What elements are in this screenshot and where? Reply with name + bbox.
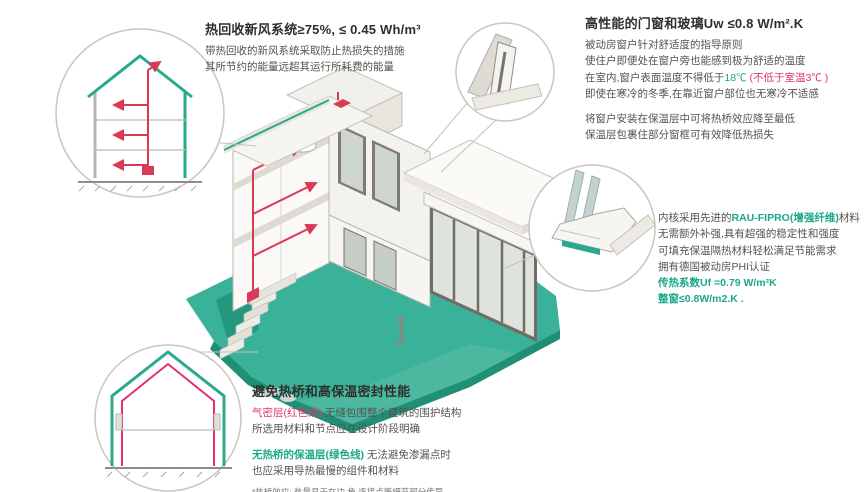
corner-window: [338, 124, 400, 212]
kitchen-counter: [249, 272, 297, 306]
temp-note-red: (不低于室温3℃ ): [746, 71, 829, 84]
human-figure: [396, 316, 406, 347]
heat-recovery-unit: [247, 287, 259, 303]
insulation-layer-label: 无热桥的保温层(绿色线): [252, 448, 364, 461]
isometric-house-illustration: [186, 66, 590, 433]
windows-line6: 保温层包裹住部分窗框可有效降低热损失: [585, 129, 774, 142]
windows-line5: 将窗户安装在保温层中可将热桥效应降至最低: [585, 113, 795, 126]
section-thermal-bridge: 避免热桥和高保温密封性能 气密层(红色线) 无缝包围整个建筑的围护结构 所选用材…: [252, 381, 461, 492]
profile-uf-value: 传热系数Uf =0.79 W/m²K: [658, 277, 777, 290]
profile-line4: 拥有德国被动房PHI认证: [658, 260, 771, 273]
profile-line3: 可填充保温隔热材料轻松满足节能需求: [658, 244, 837, 257]
section-heat-recovery: 热回收新风系统≥75%, ≤ 0.45 Wh/m³ 带热回收的新风系统采取防止热…: [205, 19, 421, 76]
rau-fipro-label: RAU-FIPRO(增强纤维): [731, 212, 839, 224]
heat-recovery-line2: 其所节约的能量远超其运行所耗费的能量: [205, 61, 394, 74]
thermal-bridge-line2: 所选用材料和节点应在设计阶段明确: [252, 423, 420, 436]
thermal-bridge-line1: 气密层(红色线) 无缝包围整个建筑的围护结构: [252, 407, 462, 419]
section-profile: 内核采用先进的RAU-FIPRO(增强纤维)材料 无需额外补强,具有超强的稳定性…: [658, 210, 860, 308]
roof-insulation-line: [223, 99, 330, 151]
shrub-sketch: [262, 387, 296, 402]
windows-line4: 即使在寒冷的冬季,在靠近窗户部位也无寒冷不适感: [585, 87, 819, 100]
profile-line2: 无需额外补强,具有超强的稳定性和强度: [658, 228, 840, 241]
callout-insulation-circle: [94, 344, 242, 492]
profile-line1: 内核采用先进的RAU-FIPRO(增强纤维)材料: [658, 212, 860, 224]
thermal-bridge-footnote: *热桥效应: 热量易于在边,角,连接点等细节部分传导: [252, 486, 461, 492]
thermal-bridge-line3: 无热桥的保温层(绿色线) 无法避免渗漏点时: [252, 448, 451, 461]
windows-line3: 在室内,窗户表面温度不得低于18℃ (不低于室温3℃ ): [585, 71, 829, 84]
windows-line2: 使住户即便处在窗户旁也能感到极为舒适的温度: [585, 55, 806, 68]
callout-ventilation-ducts: [112, 60, 162, 175]
airtight-layer-label: 气密层(红色线): [252, 407, 322, 419]
heat-recovery-line1: 带热回收的新风系统采取防止热损失的措施: [205, 45, 405, 57]
callout-window-corner-circle: [455, 22, 555, 122]
cutaway-section: [232, 103, 330, 312]
heat-recovery-heading: 热回收新风系统≥75%, ≤ 0.45 Wh/m³: [205, 22, 421, 37]
thermal-bridge-line4: 也应采用导热最慢的组件和材料: [252, 464, 399, 477]
callout-window-profile-circle: [528, 164, 656, 292]
glass-window-wall: [423, 191, 544, 342]
insulated-roof-line: [87, 54, 193, 99]
callout-ventilation-circle: [55, 28, 225, 198]
ground-patio: [300, 344, 516, 424]
windows-heading: 高性能的门窗和玻璃Uw ≤0.8 W/m².K: [585, 16, 804, 31]
temp-18c: 18℃: [724, 71, 747, 84]
profile-core-teal: [562, 240, 600, 255]
roof-vent: [333, 99, 351, 108]
ground-platform-edge: [210, 330, 560, 433]
insulation-layer-green-line: [110, 350, 226, 466]
thermal-bridge-heading: 避免热桥和高保温密封性能: [252, 384, 411, 399]
upper-floor-block: [328, 105, 431, 262]
ground-floor-block: [328, 214, 431, 308]
windows-line1: 被动房窗户针对舒适度的指导原则: [585, 39, 743, 51]
profile-uw-value: 整窗≤0.8W/m2.K .: [658, 293, 744, 306]
section-windows: 高性能的门窗和玻璃Uw ≤0.8 W/m².K 被动房窗户针对舒适度的指导原则 …: [585, 13, 828, 144]
